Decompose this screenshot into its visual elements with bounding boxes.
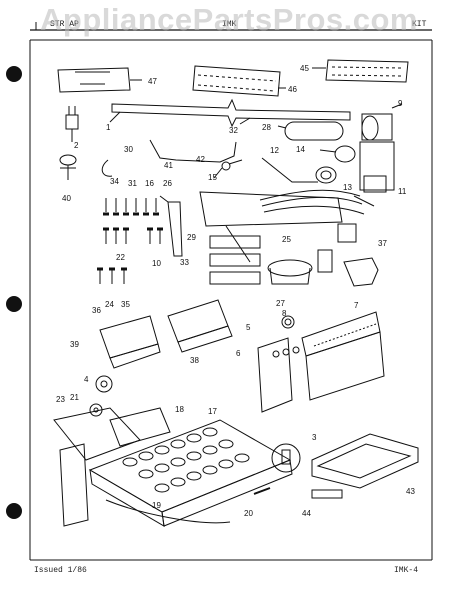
control-housing-part <box>257 311 385 413</box>
callout-22: 22 <box>116 253 125 262</box>
binder-hole <box>6 503 22 519</box>
callout-36: 36 <box>92 306 101 315</box>
callout-11: 11 <box>398 187 407 196</box>
callout-5: 5 <box>246 323 251 332</box>
callout-19: 19 <box>152 501 161 510</box>
callout-18: 18 <box>175 405 184 414</box>
callout-31: 31 <box>128 179 137 188</box>
callout-24: 24 <box>105 300 114 309</box>
connector-part <box>65 106 79 142</box>
callout-47: 47 <box>148 77 157 86</box>
bracket-plate-part <box>57 67 142 93</box>
callout-3: 3 <box>312 433 317 442</box>
callout-29: 29 <box>187 233 196 242</box>
fill-tube-part <box>109 98 351 128</box>
shroud-part <box>99 315 161 369</box>
callout-16: 16 <box>145 179 154 188</box>
callout-20: 20 <box>244 509 253 518</box>
clip-part <box>213 159 243 179</box>
fitting-part <box>59 154 77 180</box>
hose-part <box>277 121 344 141</box>
callout-17: 17 <box>208 407 217 416</box>
callout-8: 8 <box>282 309 287 318</box>
bracket-part <box>149 139 237 163</box>
callout-40: 40 <box>62 194 71 203</box>
callout-26: 26 <box>163 179 172 188</box>
connector-part <box>363 175 387 193</box>
bracket-part <box>167 201 183 257</box>
header-left-text: STR AP <box>50 20 79 29</box>
callout-44: 44 <box>302 509 311 518</box>
callout-27: 27 <box>276 299 285 308</box>
callout-1: 1 <box>106 123 111 132</box>
callout-15: 15 <box>208 173 217 182</box>
insulator-part <box>209 235 261 285</box>
callout-2: 2 <box>74 141 79 150</box>
callout-13: 13 <box>343 183 352 192</box>
callout-43: 43 <box>406 487 415 496</box>
wire-harness-part <box>199 189 375 273</box>
callout-39: 39 <box>70 340 79 349</box>
grommet-part <box>267 259 313 285</box>
callout-6: 6 <box>236 349 241 358</box>
ice-maker-mold-part <box>53 407 293 527</box>
callout-14: 14 <box>296 145 305 154</box>
callout-25: 25 <box>282 235 291 244</box>
screw-set-part <box>97 198 163 284</box>
callout-10: 10 <box>152 259 161 268</box>
callout-23: 23 <box>56 395 65 404</box>
callout-4: 4 <box>84 375 89 384</box>
terminal-strip-part <box>312 59 409 83</box>
callout-30: 30 <box>124 145 133 154</box>
clip-part <box>101 159 113 177</box>
callout-12: 12 <box>270 146 279 155</box>
binder-hole <box>6 66 22 82</box>
callout-9: 9 <box>398 99 403 108</box>
callout-33: 33 <box>180 258 189 267</box>
callout-42: 42 <box>196 155 205 164</box>
callout-46: 46 <box>288 85 297 94</box>
washer-part <box>315 166 337 184</box>
callout-35: 35 <box>121 300 130 309</box>
heater-wire-part <box>105 499 231 524</box>
pin-part <box>253 487 271 495</box>
callout-7: 7 <box>354 301 359 310</box>
mold-cavities <box>122 427 250 493</box>
callout-37: 37 <box>378 239 387 248</box>
callout-38: 38 <box>190 356 199 365</box>
binder-hole <box>6 296 22 312</box>
header-middle-text: IMK <box>222 20 237 29</box>
callout-21: 21 <box>70 393 79 402</box>
header-right-text: KIT <box>412 20 427 29</box>
shroud-part <box>167 299 233 353</box>
page-code: IMK-4 <box>394 566 419 575</box>
ice-bin-part <box>311 433 419 499</box>
issued-date: Issued 1/86 <box>34 566 87 575</box>
callout-45: 45 <box>300 64 309 73</box>
callout-28: 28 <box>262 123 271 132</box>
terminal-strip-part <box>192 65 286 97</box>
callout-41: 41 <box>164 161 173 170</box>
fill-tube-part <box>261 157 318 183</box>
thermostat-part <box>271 443 301 473</box>
clip-part <box>343 257 379 287</box>
water-valve-part <box>319 103 403 191</box>
callout-34: 34 <box>110 177 119 186</box>
gear-part <box>95 375 113 393</box>
callout-32: 32 <box>229 126 238 135</box>
